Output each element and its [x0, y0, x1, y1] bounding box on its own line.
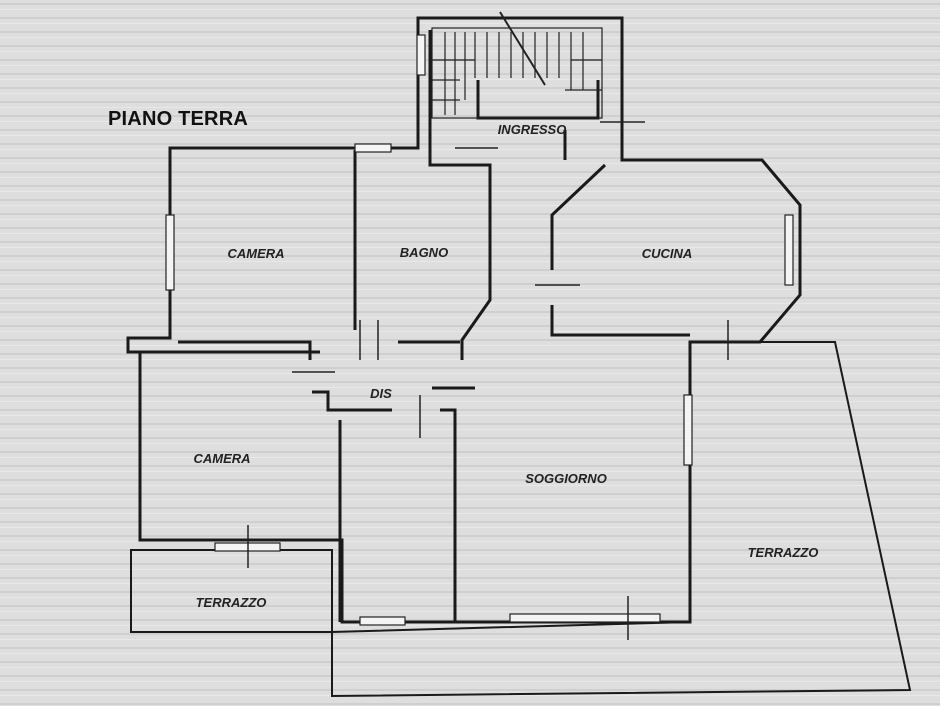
room-labels: INGRESSO CAMERA BAGNO CUCINA DIS CAMERA …	[193, 122, 818, 610]
label-bagno: BAGNO	[400, 245, 448, 260]
label-soggiorno: SOGGIORNO	[525, 471, 607, 486]
door-marks	[292, 121, 645, 438]
label-camera-top: CAMERA	[227, 246, 284, 261]
windows	[165, 34, 794, 640]
plan-title: PIANO TERRA	[108, 108, 248, 130]
label-camera-bottom: CAMERA	[193, 451, 250, 466]
label-terrazzo-right: TERRAZZO	[748, 545, 819, 560]
exterior-walls	[126, 16, 802, 624]
label-terrazzo-left: TERRAZZO	[196, 595, 267, 610]
label-ingresso: INGRESSO	[498, 122, 567, 137]
staircase	[431, 11, 603, 119]
label-cucina: CUCINA	[642, 246, 693, 261]
label-dis: DIS	[370, 386, 392, 401]
interior-walls	[140, 30, 690, 622]
